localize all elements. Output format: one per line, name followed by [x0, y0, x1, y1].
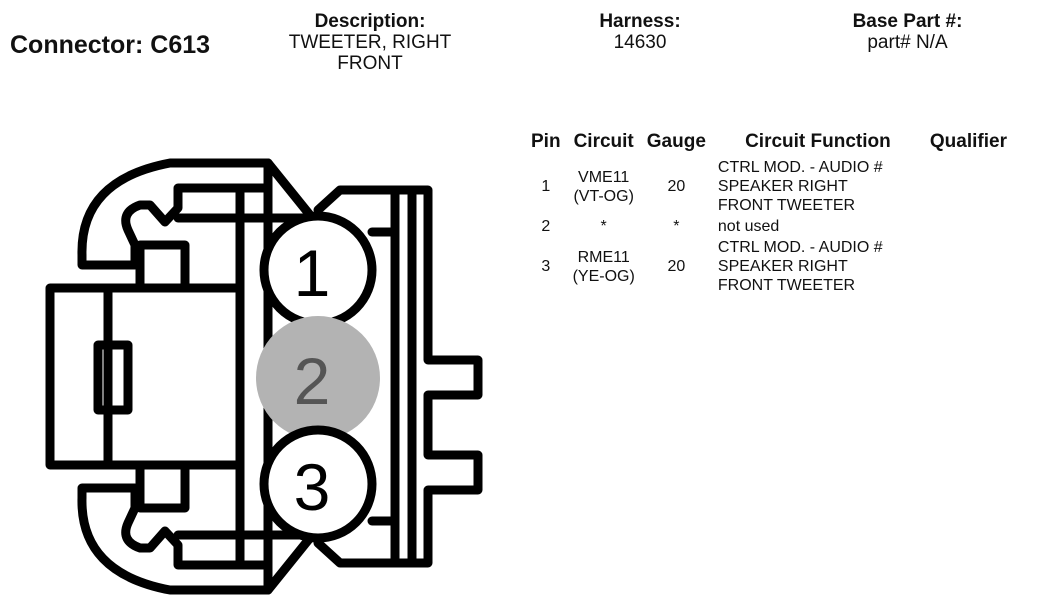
table-row: 3 RME11 (YE-OG) 20 CTRL MOD. - AUDIO # S…: [525, 237, 1013, 296]
connector-title: Connector: C613: [10, 31, 211, 59]
harness-block: Harness: 14630: [560, 11, 720, 53]
pin-cell: 2: [541, 218, 551, 235]
pin-3-number: 3: [294, 450, 331, 524]
base-part-value: part# N/A: [867, 32, 948, 53]
function-cell: CTRL MOD. - AUDIO # SPEAKER RIGHT FRONT …: [717, 159, 883, 214]
pinout-header-row: Pin Circuit Gauge Circuit Function Quali…: [525, 130, 1013, 157]
pin-3-cavity: [259, 425, 377, 543]
gauge-cell: *: [673, 218, 680, 235]
header-qualifier: Qualifier: [929, 131, 1007, 152]
description-block: Description: TWEETER, RIGHT FRONT: [270, 11, 470, 74]
pinout-table: Pin Circuit Gauge Circuit Function Quali…: [525, 130, 1013, 296]
harness-label: Harness:: [599, 11, 681, 32]
pin-2: 2: [256, 316, 380, 440]
pin-2-cavity: [256, 316, 380, 440]
header-pin: Pin: [531, 131, 561, 152]
circuit-cell: RME11 (YE-OG): [572, 248, 635, 285]
circuit-cell: *: [600, 218, 607, 235]
table-row: 1 VME11 (VT-OG) 20 CTRL MOD. - AUDIO # S…: [525, 157, 1013, 216]
gauge-cell: 20: [667, 258, 686, 275]
harness-value: 14630: [613, 32, 667, 53]
header-function: Circuit Function: [745, 131, 891, 152]
description-line-1: TWEETER, RIGHT: [288, 32, 452, 53]
function-cell: CTRL MOD. - AUDIO # SPEAKER RIGHT FRONT …: [717, 239, 883, 294]
table-row: 2 * * not used: [525, 216, 1013, 237]
function-cell: not used: [717, 218, 780, 235]
pin-3: 3: [259, 425, 377, 543]
base-part-label: Base Part #:: [852, 11, 963, 32]
gauge-cell: 20: [667, 178, 686, 195]
pin-cell: 1: [541, 178, 551, 195]
header-gauge: Gauge: [646, 131, 706, 152]
description-label: Description:: [314, 11, 426, 32]
pin-cell: 3: [541, 258, 551, 275]
pin-1-number: 1: [294, 236, 331, 310]
pin-1: 1: [259, 211, 377, 329]
header-circuit: Circuit: [573, 131, 634, 152]
description-line-2: FRONT: [337, 53, 403, 74]
base-part-block: Base Part #: part# N/A: [810, 11, 1005, 53]
pin-2-number: 2: [294, 344, 331, 418]
circuit-cell: VME11 (VT-OG): [573, 168, 634, 205]
